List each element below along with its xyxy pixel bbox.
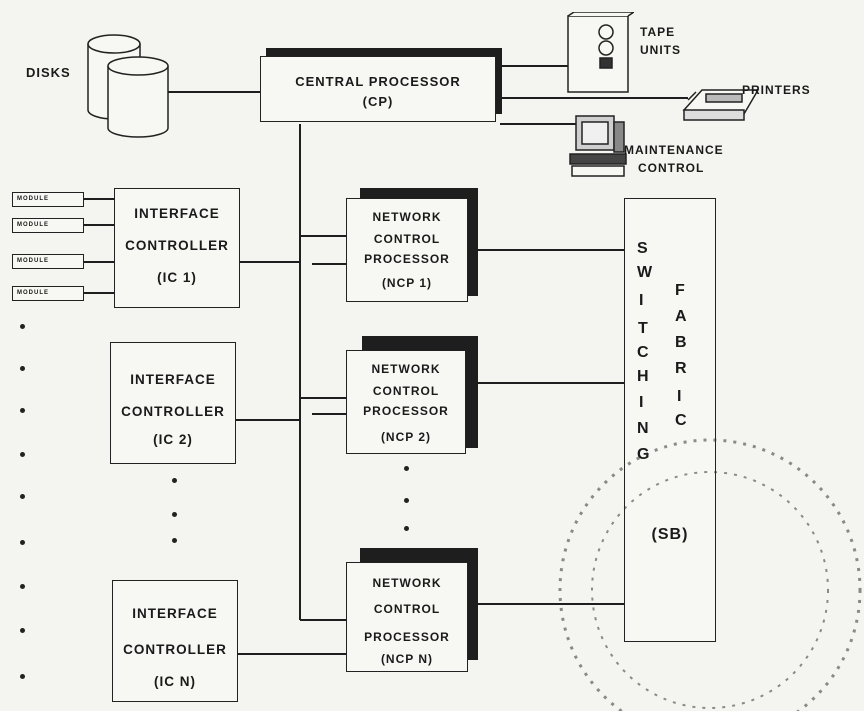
continuation-dot	[172, 512, 177, 517]
fabric-letter: W	[637, 265, 652, 281]
fabric-letter: H	[637, 369, 649, 385]
fabric-letter: B	[675, 335, 687, 351]
ic-label-line2: CONTROLLER	[111, 405, 235, 419]
disks-label: DISKS	[26, 66, 71, 79]
continuation-dot	[20, 408, 25, 413]
ncp-label-line3: PROCESSOR	[347, 631, 467, 643]
ncp-label-line4: (NCP 2)	[347, 431, 465, 443]
network-control-processor-1: NETWORK CONTROL PROCESSOR (NCP 1)	[346, 198, 468, 302]
continuation-dot	[172, 538, 177, 543]
continuation-dot	[20, 540, 25, 545]
ncp-label-line2: CONTROL	[347, 233, 467, 245]
ncp-label-line4: (NCP 1)	[347, 277, 467, 289]
ncp-label-line1: NETWORK	[347, 577, 467, 589]
module-box: MODULE	[12, 254, 84, 269]
continuation-dot	[20, 584, 25, 589]
stamp-seal-icon	[510, 400, 864, 711]
module-box: MODULE	[12, 286, 84, 301]
cp-code: (CP)	[261, 95, 495, 108]
ic-label-line1: INTERFACE	[115, 207, 239, 221]
fabric-letter: R	[675, 361, 687, 377]
fabric-letter: I	[639, 293, 643, 309]
network-control-processor-n: NETWORK CONTROL PROCESSOR (NCP N)	[346, 562, 468, 672]
fabric-letter: C	[637, 345, 649, 361]
printers-label: PRINTERS	[742, 84, 811, 96]
continuation-dot	[20, 452, 25, 457]
maintenance-label-1: MAINTENANCE	[624, 144, 724, 156]
continuation-dot	[20, 324, 25, 329]
network-control-processor-2: NETWORK CONTROL PROCESSOR (NCP 2)	[346, 350, 466, 454]
ncp-label-line3: PROCESSOR	[347, 253, 467, 265]
ic-label-line3: (IC N)	[113, 675, 237, 689]
tape-units-label-2: UNITS	[640, 44, 681, 56]
fabric-letter: S	[637, 241, 648, 257]
ncp-label-line4: (NCP N)	[347, 653, 467, 665]
ncp-label-line2: CONTROL	[347, 603, 467, 615]
interface-controller-2: INTERFACE CONTROLLER (IC 2)	[110, 342, 236, 464]
central-processor-box: CENTRAL PROCESSOR (CP)	[260, 56, 496, 122]
ncp-label-line3: PROCESSOR	[347, 405, 465, 417]
module-box: MODULE	[12, 192, 84, 207]
fabric-letter: T	[638, 321, 648, 337]
continuation-dot	[404, 498, 409, 503]
ncp-label-line1: NETWORK	[347, 363, 465, 375]
tape-units-label-1: TAPE	[640, 26, 675, 38]
module-box: MODULE	[12, 218, 84, 233]
continuation-dot	[20, 366, 25, 371]
interface-controller-n: INTERFACE CONTROLLER (IC N)	[112, 580, 238, 702]
continuation-dot	[172, 478, 177, 483]
ic-label-line1: INTERFACE	[113, 607, 237, 621]
ic-label-line3: (IC 2)	[111, 433, 235, 447]
cp-label: CENTRAL PROCESSOR	[261, 75, 495, 88]
ic-label-line2: CONTROLLER	[113, 643, 237, 657]
continuation-dot	[20, 494, 25, 499]
continuation-dot	[20, 628, 25, 633]
fabric-letter: F	[675, 283, 685, 299]
ic-label-line3: (IC 1)	[115, 271, 239, 285]
maintenance-label-2: CONTROL	[638, 162, 704, 174]
ic-label-line2: CONTROLLER	[115, 239, 239, 253]
continuation-dot	[404, 466, 409, 471]
continuation-dot	[404, 526, 409, 531]
fabric-letter: A	[675, 309, 687, 325]
ncp-label-line2: CONTROL	[347, 385, 465, 397]
interface-controller-1: INTERFACE CONTROLLER (IC 1)	[114, 188, 240, 308]
continuation-dot	[20, 674, 25, 679]
ncp-label-line1: NETWORK	[347, 211, 467, 223]
ic-label-line1: INTERFACE	[111, 373, 235, 387]
